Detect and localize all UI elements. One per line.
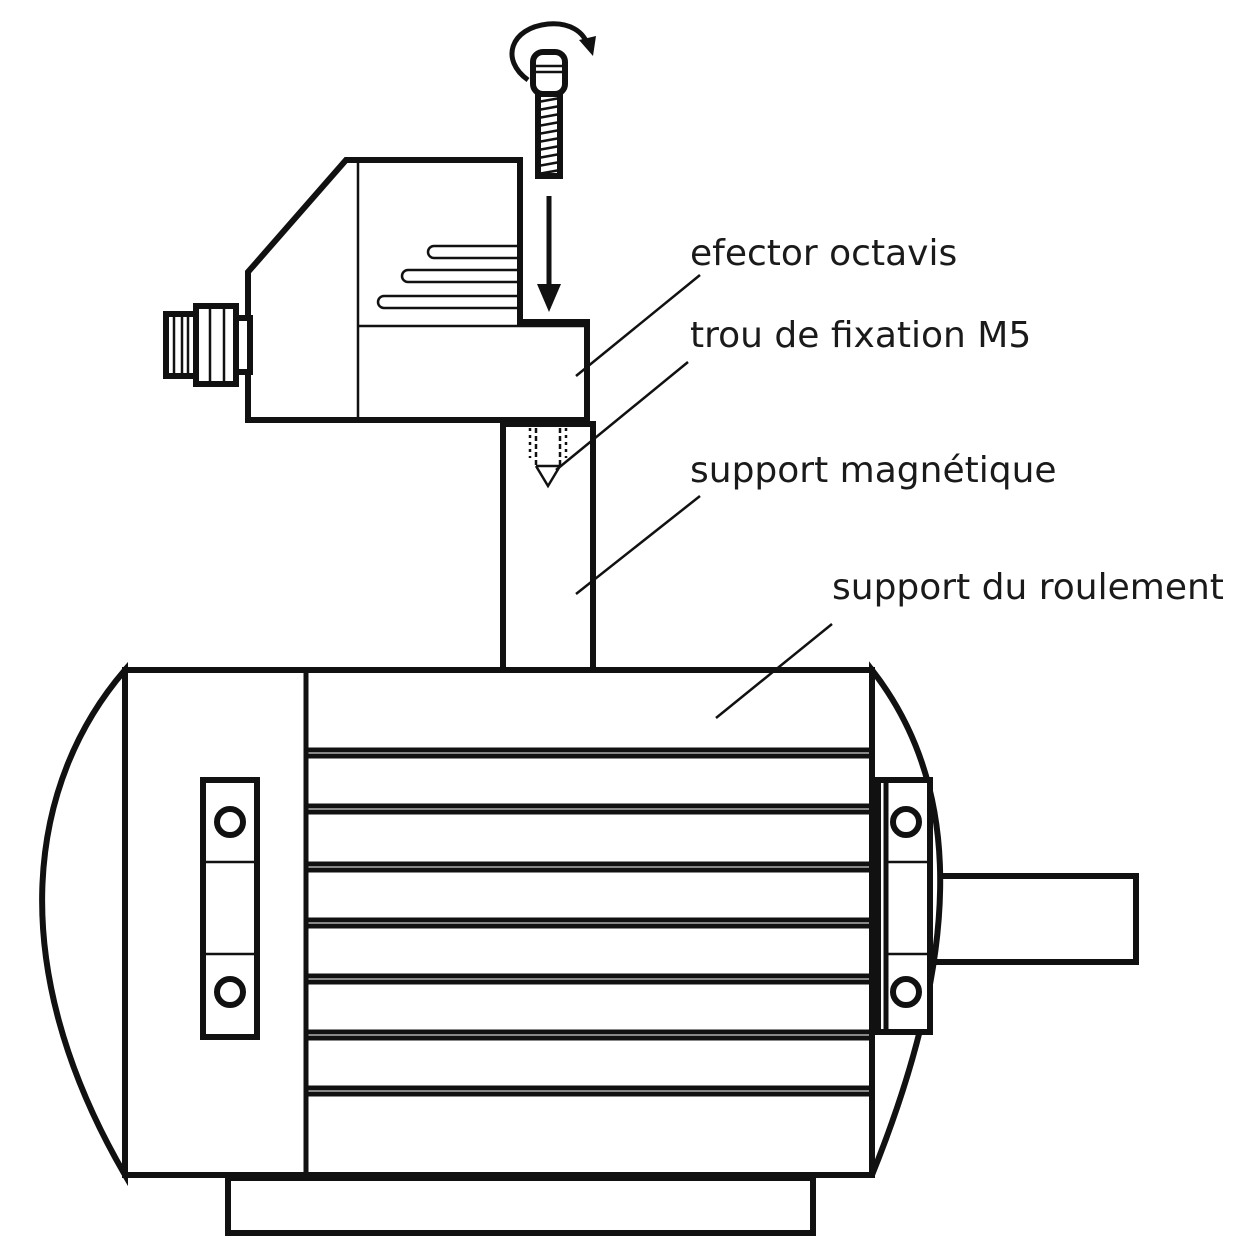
down-arrow-icon — [537, 196, 561, 312]
left-mounting-plate — [200, 777, 260, 1040]
cable-connector — [163, 303, 253, 387]
right-plate-bolt-bottom — [890, 976, 922, 1008]
left-plate-bolt-top — [214, 806, 246, 838]
m5-mounting-hole — [528, 428, 568, 489]
motor-left-endcap — [39, 661, 128, 1187]
sensor-vent-slots — [376, 244, 520, 310]
label-efector-octavis: efector octavis — [690, 233, 958, 274]
magnetic-support-column — [500, 421, 596, 673]
cooling-fins — [306, 747, 872, 1097]
right-plate-bolt-top — [890, 806, 922, 838]
mounting-screw — [530, 49, 568, 179]
leader-line-bearing-support — [715, 623, 833, 719]
leader-line-magnetic-support — [575, 495, 701, 595]
leader-line-sensor — [575, 274, 701, 377]
leader-line-mounting-hole — [555, 361, 689, 471]
left-plate-bolt-bottom — [214, 976, 246, 1008]
right-mounting-plate — [875, 777, 933, 1035]
clockwise-rotation-arrow-icon — [509, 21, 596, 83]
motor-foot — [225, 1175, 816, 1236]
motor-shaft — [927, 873, 1139, 965]
sensor-housing — [245, 157, 590, 423]
label-bearing-support: support du roulement — [832, 567, 1224, 608]
label-magnetic-support: support magnétique — [690, 450, 1057, 491]
label-mounting-hole: trou de fixation M5 — [690, 315, 1032, 356]
